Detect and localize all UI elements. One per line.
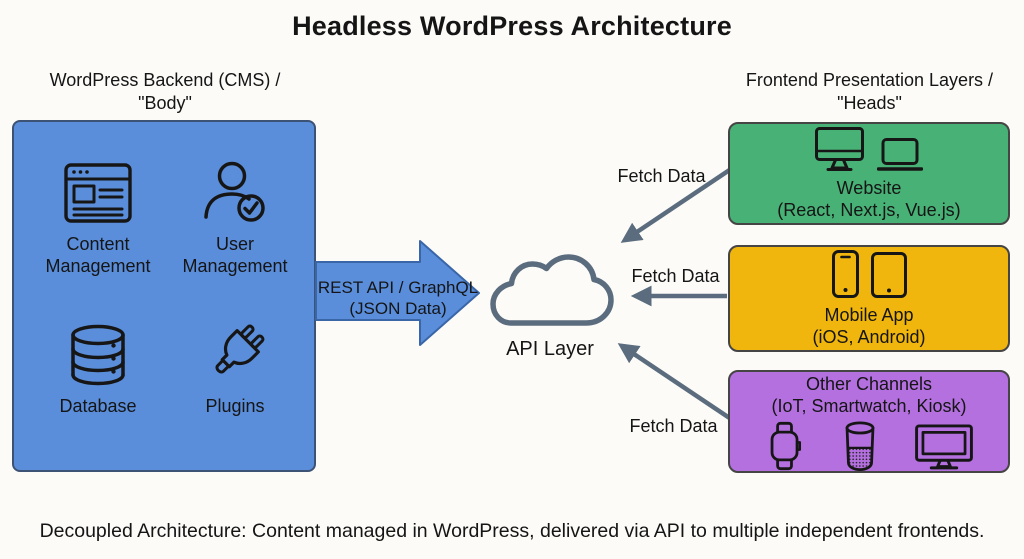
database-icon: [71, 324, 125, 386]
frontend-box-title: Website: [836, 177, 902, 198]
backend-item-label: User Management: [182, 234, 288, 276]
frontend-box-mobile-app: Mobile App (iOS, Android): [728, 245, 1010, 352]
smart-speaker-icon: [845, 420, 875, 471]
backend-item-label: Content Management: [45, 234, 151, 276]
fetch-arrow-website: [620, 167, 733, 243]
frontend-box-title: Other Channels: [805, 373, 933, 394]
smartphone-icon: [831, 249, 859, 298]
tablet-icon: [870, 251, 907, 298]
plug-icon: [215, 324, 265, 374]
backend-heading: WordPress Backend (CMS) / "Body": [15, 69, 315, 115]
backend-item-database: Database: [30, 324, 166, 417]
fetch-arrow-other: [617, 343, 733, 421]
rest-api-arrow: [315, 240, 480, 346]
fetch-data-label-bottom: Fetch Data: [629, 416, 718, 436]
cloud-icon: [490, 254, 614, 326]
browser-window-icon: [64, 163, 132, 223]
fetch-data-label-top: Fetch Data: [617, 166, 706, 186]
mobile-icons: [831, 249, 907, 298]
frontend-heading: Frontend Presentation Layers / "Heads": [722, 69, 1017, 115]
wordpress-backend-box: Content Management User Management Datab…: [12, 120, 316, 472]
frontend-heading-line1: Frontend Presentation Layers /: [745, 70, 994, 90]
frontend-box-website: Website (React, Next.js, Vue.js): [728, 122, 1010, 225]
frontend-heading-line2: "Heads": [837, 93, 902, 113]
frontend-box-subtitle: (IoT, Smartwatch, Kiosk): [771, 395, 967, 416]
user-check-icon: [204, 161, 265, 222]
diagram-caption: Decoupled Architecture: Content managed …: [39, 520, 985, 542]
rest-api-arrow-label-line2: (JSON Data): [349, 299, 447, 318]
backend-item-user-management: User Management: [167, 160, 303, 277]
smartwatch-icon: [770, 421, 802, 470]
backend-heading-line2: "Body": [138, 93, 192, 113]
backend-item-content-management: Content Management: [30, 162, 166, 277]
backend-item-label: Plugins: [205, 396, 265, 416]
desktop-icon: [815, 126, 864, 171]
website-icons: [815, 126, 923, 172]
other-channels-icons: [764, 420, 974, 471]
kiosk-icon: [915, 423, 973, 469]
fetch-data-label-middle: Fetch Data: [631, 266, 720, 286]
rest-api-arrow-label-line1: REST API / GraphQL: [317, 278, 479, 297]
api-layer-label: API Layer: [506, 338, 594, 360]
frontend-box-subtitle: (React, Next.js, Vue.js): [777, 199, 961, 220]
backend-heading-line1: WordPress Backend (CMS) /: [49, 70, 281, 90]
frontend-box-title: Mobile App: [824, 304, 914, 325]
frontend-box-subtitle: (iOS, Android): [812, 326, 926, 347]
backend-item-label: Database: [59, 396, 137, 416]
frontend-box-other-channels: Other Channels (IoT, Smartwatch, Kiosk): [728, 370, 1010, 473]
page-title: Headless WordPress Architecture: [292, 11, 732, 41]
rest-api-arrow-label: REST API / GraphQL (JSON Data): [312, 277, 484, 319]
laptop-icon: [877, 137, 923, 171]
backend-item-plugins: Plugins: [167, 322, 303, 417]
